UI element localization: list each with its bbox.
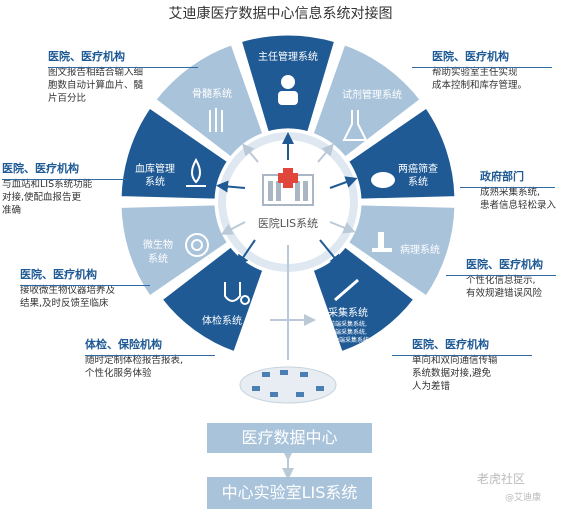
spoke-pathology bbox=[329, 221, 356, 234]
annotation-line: 单向和双向通信传输 bbox=[412, 355, 498, 366]
diagram-title: 艾迪康医疗数据中心信息系统对接图 bbox=[168, 6, 393, 22]
annotation-head: 医院、医疗机构 bbox=[412, 338, 489, 351]
annotation-line: 与血站和LIS系统功能 bbox=[2, 179, 93, 190]
microscope-icon bbox=[372, 232, 392, 252]
watermark-author: @艾迪康 bbox=[505, 493, 542, 503]
annotation-head: 体检、保险机构 bbox=[85, 338, 162, 351]
spoke-collect bbox=[319, 239, 342, 267]
annotation-line: 图文报告相结合输入细 bbox=[48, 67, 144, 78]
annotation-cancer: 政府部门 成熟采集系统, 患者信息轻松录入 bbox=[460, 170, 560, 212]
annotation-reagent: 医院、医疗机构 帮助实验室主任实现 成本控制和库存管理。 bbox=[412, 50, 557, 92]
annotation-line: 成本控制和库存管理。 bbox=[432, 80, 528, 91]
seg-physical bbox=[158, 243, 266, 355]
annotation-line: 患者信息轻松录入 bbox=[480, 200, 557, 211]
annotation-blood: 医院、医疗机构 与血站和LIS系统功能 对接,使配血报告更 准确 bbox=[2, 162, 127, 217]
petri-icon bbox=[185, 233, 209, 257]
center-hub bbox=[226, 140, 350, 264]
annotation-line: 接收微生物仪器培养及 bbox=[20, 285, 116, 296]
spoke-micro bbox=[220, 221, 246, 235]
flask-icon bbox=[342, 110, 368, 141]
seg-pathology-label: 病理系统 bbox=[400, 243, 440, 256]
annotation-line: 个性化服务体验 bbox=[85, 368, 152, 379]
spoke-cancer bbox=[329, 176, 358, 189]
seg-reagent-label: 试剂管理系统 bbox=[342, 88, 402, 101]
watermark-community: 老虎社区 bbox=[477, 472, 526, 486]
virus-icon bbox=[371, 172, 395, 188]
network-nodes bbox=[252, 370, 324, 397]
seg-bone-label: 骨髓系统 bbox=[192, 87, 232, 100]
annotation-line: 系统数据对接,避免 bbox=[412, 368, 492, 379]
annotation-line: 胞数自动计算血片、髓 bbox=[48, 80, 144, 91]
seg-collect-sub1: 前端采集系统, bbox=[329, 320, 367, 328]
annotation-pathology: 医院、医疗机构 个性化信息提示, 有效规避错误风险 bbox=[446, 258, 558, 300]
annotation-line: 结果,及时反馈至临床 bbox=[20, 298, 109, 309]
annotation-head: 医院、医疗机构 bbox=[2, 162, 79, 175]
spoke-blood bbox=[216, 180, 246, 193]
seg-pathology bbox=[345, 202, 458, 300]
seg-physical-label: 体检系统 bbox=[202, 314, 242, 327]
annotation-head: 医院、医疗机构 bbox=[466, 258, 543, 271]
annotation-line: 帮助实验室主任实现 bbox=[432, 67, 518, 78]
center-label: 医院LIS系统 bbox=[258, 216, 318, 230]
annotation-line: 准确 bbox=[2, 205, 22, 216]
spoke-physical bbox=[236, 239, 256, 267]
spoke-bone bbox=[242, 143, 259, 163]
seg-blood-label-1: 血库管理 bbox=[135, 162, 175, 175]
seg-collect-sub2: 双端采集系统, bbox=[329, 328, 367, 336]
annotation-head: 医院、医疗机构 bbox=[432, 50, 509, 63]
annotation-line: 对接,使配血报告更 bbox=[2, 192, 82, 203]
syringe-icon bbox=[334, 278, 359, 302]
central-lab-box: 中心实验室LIS系统 bbox=[207, 477, 372, 509]
annotation-head: 医院、医疗机构 bbox=[20, 268, 97, 281]
seg-director-label: 主任管理系统 bbox=[258, 50, 318, 63]
annotation-line: 人为差错 bbox=[412, 381, 451, 392]
annotation-line: 有效规避错误风险 bbox=[466, 288, 543, 299]
annotation-head: 政府部门 bbox=[480, 170, 524, 183]
annotation-bone: 医院、医疗机构 图文报告相结合输入细 胞数自动计算血片、髓 片百分比 bbox=[48, 50, 198, 105]
hospital-icon bbox=[262, 168, 314, 206]
annotation-line: 成熟采集系统, bbox=[480, 187, 541, 198]
annotation-head: 医院、医疗机构 bbox=[48, 50, 125, 63]
annotation-physical: 体检、保险机构 随时定制体检报告报表, 个性化服务体验 bbox=[85, 338, 215, 380]
spoke-reagent bbox=[317, 143, 334, 163]
seg-cancer-label-2: 系统 bbox=[408, 175, 428, 188]
annotation-line: 片百分比 bbox=[48, 93, 87, 104]
seg-micro-label-1: 微生物 bbox=[143, 238, 173, 251]
annotation-collect: 医院、医疗机构 单向和双向通信传输 系统数据对接,避免 人为差错 bbox=[392, 338, 537, 393]
bone-hand-icon bbox=[209, 108, 223, 132]
annotation-line: 个性化信息提示, bbox=[466, 275, 536, 286]
blood-drop-icon bbox=[186, 157, 206, 187]
annotation-line: 随时定制体检报告报表, bbox=[85, 355, 184, 366]
seg-micro-label-2: 系统 bbox=[148, 252, 168, 265]
seg-blood-label-2: 系统 bbox=[145, 175, 165, 188]
seg-reagent bbox=[310, 41, 424, 161]
seg-collect-label: 采集系统 bbox=[328, 306, 368, 319]
data-center-box: 医疗数据中心 bbox=[207, 423, 372, 453]
doctor-icon bbox=[278, 75, 298, 105]
seg-cancer-label-1: 两癌筛查 bbox=[398, 162, 438, 175]
stethoscope-icon bbox=[224, 282, 250, 305]
annotation-micro: 医院、医疗机构 接收微生物仪器培养及 结果,及时反馈至临床 bbox=[20, 268, 150, 310]
seg-collect-sub3: 移动端采集系统 bbox=[327, 336, 369, 344]
